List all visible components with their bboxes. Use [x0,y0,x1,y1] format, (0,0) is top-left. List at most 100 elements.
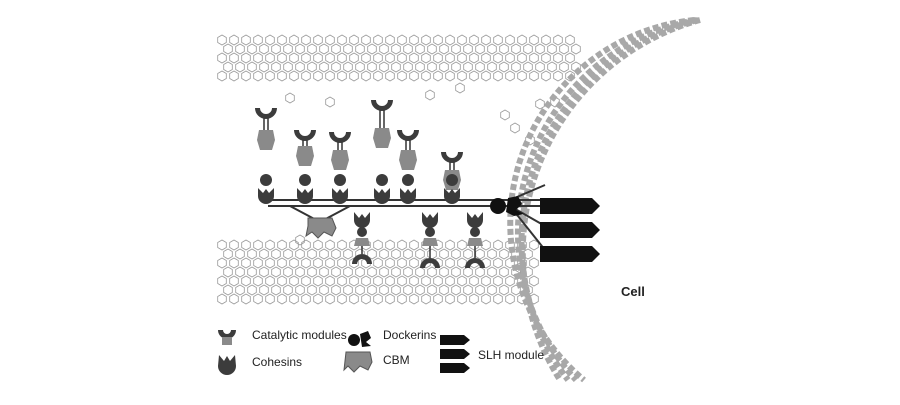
dockerin [446,174,458,186]
glucose-ring [385,34,395,46]
glucose-ring [487,248,497,260]
glucose-ring [229,293,239,305]
glucose-ring [505,34,515,46]
glucose-ring [289,52,299,64]
glucose-ring [241,239,251,251]
glucose-ring [493,275,503,287]
glucose-ring [337,52,347,64]
cohesin [422,212,438,228]
glucose-ring [433,52,443,64]
glucose-ring [217,70,227,82]
glucose-ring [367,61,377,73]
glucose-ring [529,70,539,82]
glucose-ring [295,266,305,278]
glucose-ring [379,43,389,55]
glucose-ring [325,239,335,251]
glucose-ring [331,248,341,260]
legend-dockerins-label: Dockerins [383,328,436,342]
glucose-ring [427,248,437,260]
glucose-ring [373,34,383,46]
glucose-ring [517,70,527,82]
glucose-ring [367,248,377,260]
enzyme [329,132,351,204]
enzymes-upper [255,100,463,204]
glucose-ring [415,61,425,73]
enzyme-body [331,150,349,170]
glucose-ring [283,266,293,278]
glucose-ring [325,70,335,82]
glucose-ring [343,284,353,296]
glucose-ring [493,70,503,82]
glucose-ring [241,257,251,269]
glucose-ring [253,52,263,64]
glucose-ring [259,284,269,296]
glucose-ring [343,61,353,73]
glucose-ring [499,284,509,296]
glucose-ring [313,239,323,251]
glucose-ring [481,52,491,64]
glucose-ring [325,34,335,46]
glucose-ring [397,257,407,269]
sugar-fragment [550,96,560,108]
cohesin [258,188,274,204]
glucose-ring [337,257,347,269]
glucose-ring [475,61,485,73]
glucose-ring [361,70,371,82]
glucose-ring [361,34,371,46]
glucose-ring [301,257,311,269]
glucose-ring [235,43,245,55]
cohesin-icon [218,355,236,375]
glucose-ring [301,275,311,287]
glucose-ring [481,239,491,251]
enzyme-body [467,238,483,246]
glucose-ring [229,34,239,46]
glucose-ring [397,275,407,287]
glucose-ring [319,61,329,73]
glucose-ring [547,61,557,73]
glucose-ring [283,61,293,73]
catalytic-module [294,130,316,141]
dockerin [299,174,311,186]
glucose-ring [307,43,317,55]
glucose-ring [553,34,563,46]
glucose-ring [493,293,503,305]
glucose-ring [457,239,467,251]
glucose-ring [475,248,485,260]
glucose-ring [391,61,401,73]
glucose-ring [223,43,233,55]
glucose-ring [421,34,431,46]
glucose-ring [403,284,413,296]
glucose-ring [469,52,479,64]
glucose-ring [379,61,389,73]
sugar-fragment [425,89,435,101]
glucose-ring [373,239,383,251]
glucose-ring [463,248,473,260]
glucose-ring [343,43,353,55]
glucose-ring [313,293,323,305]
legend-slh-label: SLH module [478,348,544,362]
glucose-ring [277,34,287,46]
anchoring-dockerin [490,196,524,216]
glucose-ring [265,275,275,287]
enzyme [352,212,372,264]
glucose-ring [217,52,227,64]
glucose-ring [475,266,485,278]
enzyme-body [354,238,370,246]
glucose-ring [373,293,383,305]
glucose-ring [391,43,401,55]
glucose-ring [565,70,575,82]
glucose-ring [523,61,533,73]
catalytic-module [397,130,419,141]
glucose-ring [409,34,419,46]
glucose-ring [301,239,311,251]
glucose-ring [337,275,347,287]
glucose-ring [361,293,371,305]
enzyme [255,108,277,204]
glucose-ring [289,70,299,82]
glucose-ring [505,70,515,82]
glucose-ring [463,266,473,278]
glucose-ring [229,239,239,251]
glucose-ring [457,293,467,305]
legend-cbm-label: CBM [383,353,410,367]
catalytic-module [352,254,372,264]
